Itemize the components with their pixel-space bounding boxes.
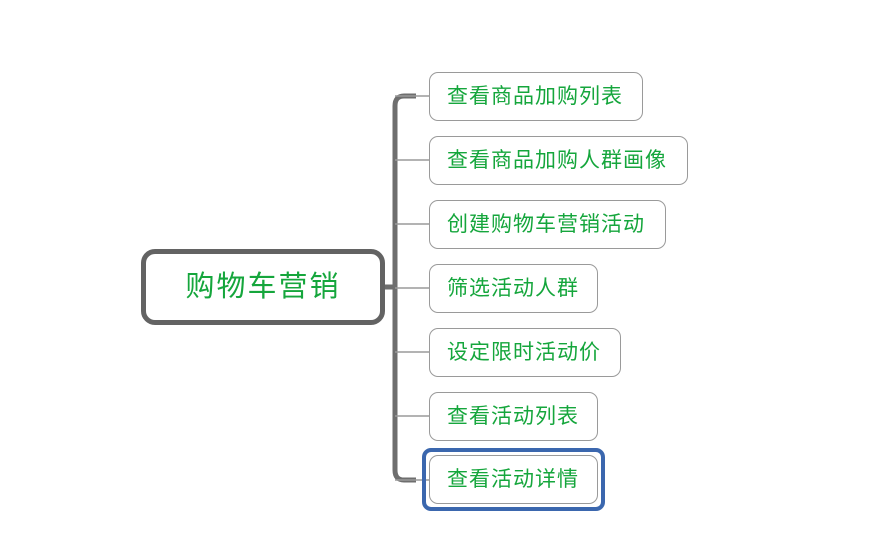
mindmap-node-3[interactable]: 创建购物车营销活动 xyxy=(429,200,666,249)
mindmap-root-node[interactable]: 购物车营销 xyxy=(141,249,385,325)
mindmap-node-2[interactable]: 查看商品加购人群画像 xyxy=(429,136,688,185)
mindmap-root-label: 购物车营销 xyxy=(185,270,341,303)
mindmap-node-label: 查看活动列表 xyxy=(447,405,579,428)
mindmap-node-4[interactable]: 筛选活动人群 xyxy=(429,264,598,313)
mindmap-node-label: 筛选活动人群 xyxy=(447,277,579,300)
mindmap-node-5[interactable]: 设定限时活动价 xyxy=(429,328,621,377)
connector-trunk xyxy=(392,93,416,483)
mindmap-node-1[interactable]: 查看商品加购列表 xyxy=(429,72,643,121)
mindmap-node-label: 查看商品加购人群画像 xyxy=(447,149,667,172)
mindmap-node-label: 查看活动详情 xyxy=(447,468,579,491)
mindmap-node-label: 创建购物车营销活动 xyxy=(447,213,645,236)
mindmap-node-label: 查看商品加购列表 xyxy=(447,85,623,108)
node-selection-ring xyxy=(422,448,605,511)
mindmap-node-7[interactable]: 查看活动详情 xyxy=(429,455,598,504)
mindmap-node-6[interactable]: 查看活动列表 xyxy=(429,392,598,441)
mindmap-node-label: 设定限时活动价 xyxy=(447,341,601,364)
